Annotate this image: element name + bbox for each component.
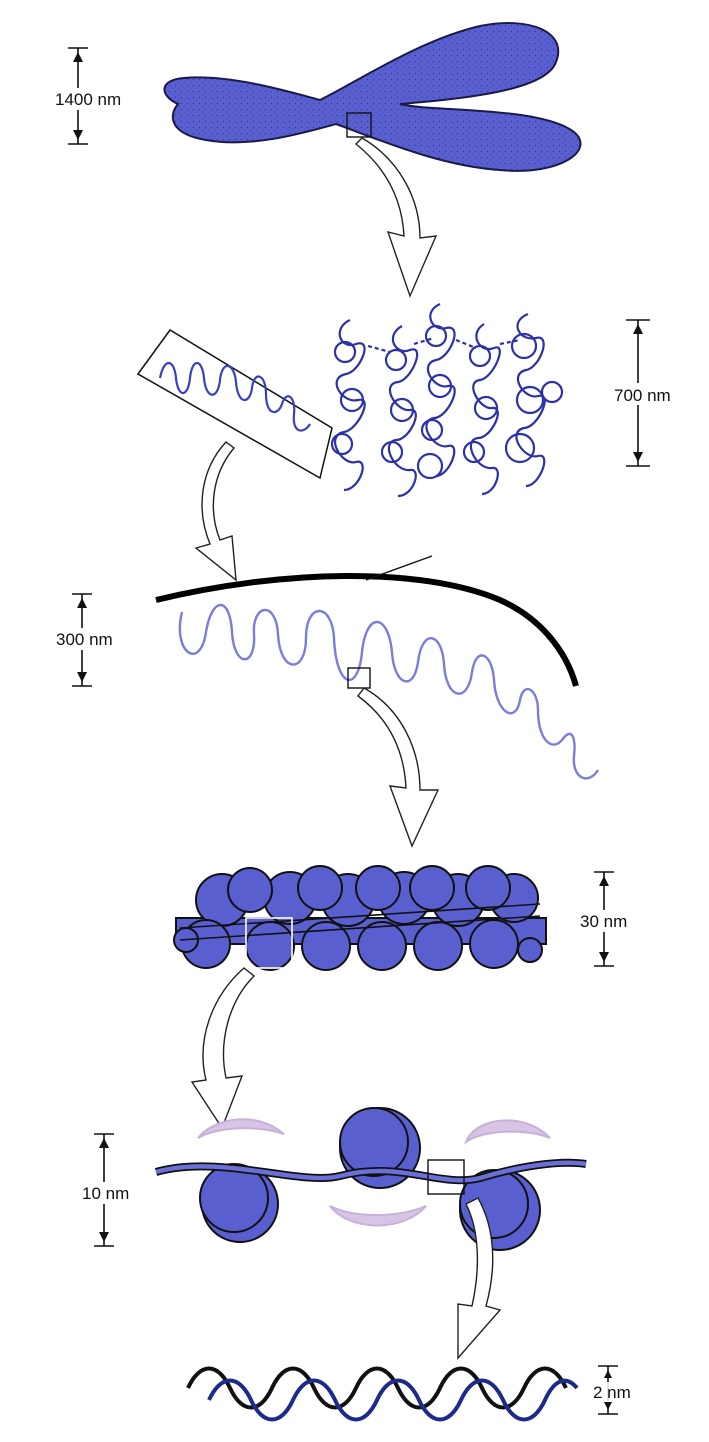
dimension-300nm: 300 nm bbox=[54, 594, 134, 686]
zoom-arrow-4 bbox=[192, 968, 254, 1128]
label-300nm: 300 nm bbox=[56, 630, 113, 649]
label-2nm: 2 nm bbox=[593, 1383, 631, 1402]
dimension-1400nm: 1400 nm bbox=[52, 48, 138, 144]
label-700nm: 700 nm bbox=[614, 386, 671, 405]
zoom-arrow-1 bbox=[356, 138, 436, 296]
label-30nm: 30 nm bbox=[580, 912, 627, 931]
dimension-2nm: 2 nm bbox=[586, 1366, 646, 1414]
dna-double-helix bbox=[188, 1369, 577, 1420]
dimension-10nm: 10 nm bbox=[80, 1134, 146, 1246]
label-1400nm: 1400 nm bbox=[55, 90, 121, 109]
dimension-30nm: 30 nm bbox=[578, 872, 650, 966]
zoom-arrow-3 bbox=[358, 688, 438, 846]
zoom-arrow-2 bbox=[196, 442, 236, 580]
30nm-fiber bbox=[174, 866, 546, 970]
extended-loops-inset bbox=[138, 330, 332, 478]
dimension-700nm: 700 nm bbox=[610, 320, 696, 466]
nucleosomes bbox=[156, 1108, 586, 1250]
scaffold-with-loops bbox=[156, 556, 598, 778]
label-10nm: 10 nm bbox=[82, 1184, 129, 1203]
condensed-loops bbox=[332, 304, 562, 496]
